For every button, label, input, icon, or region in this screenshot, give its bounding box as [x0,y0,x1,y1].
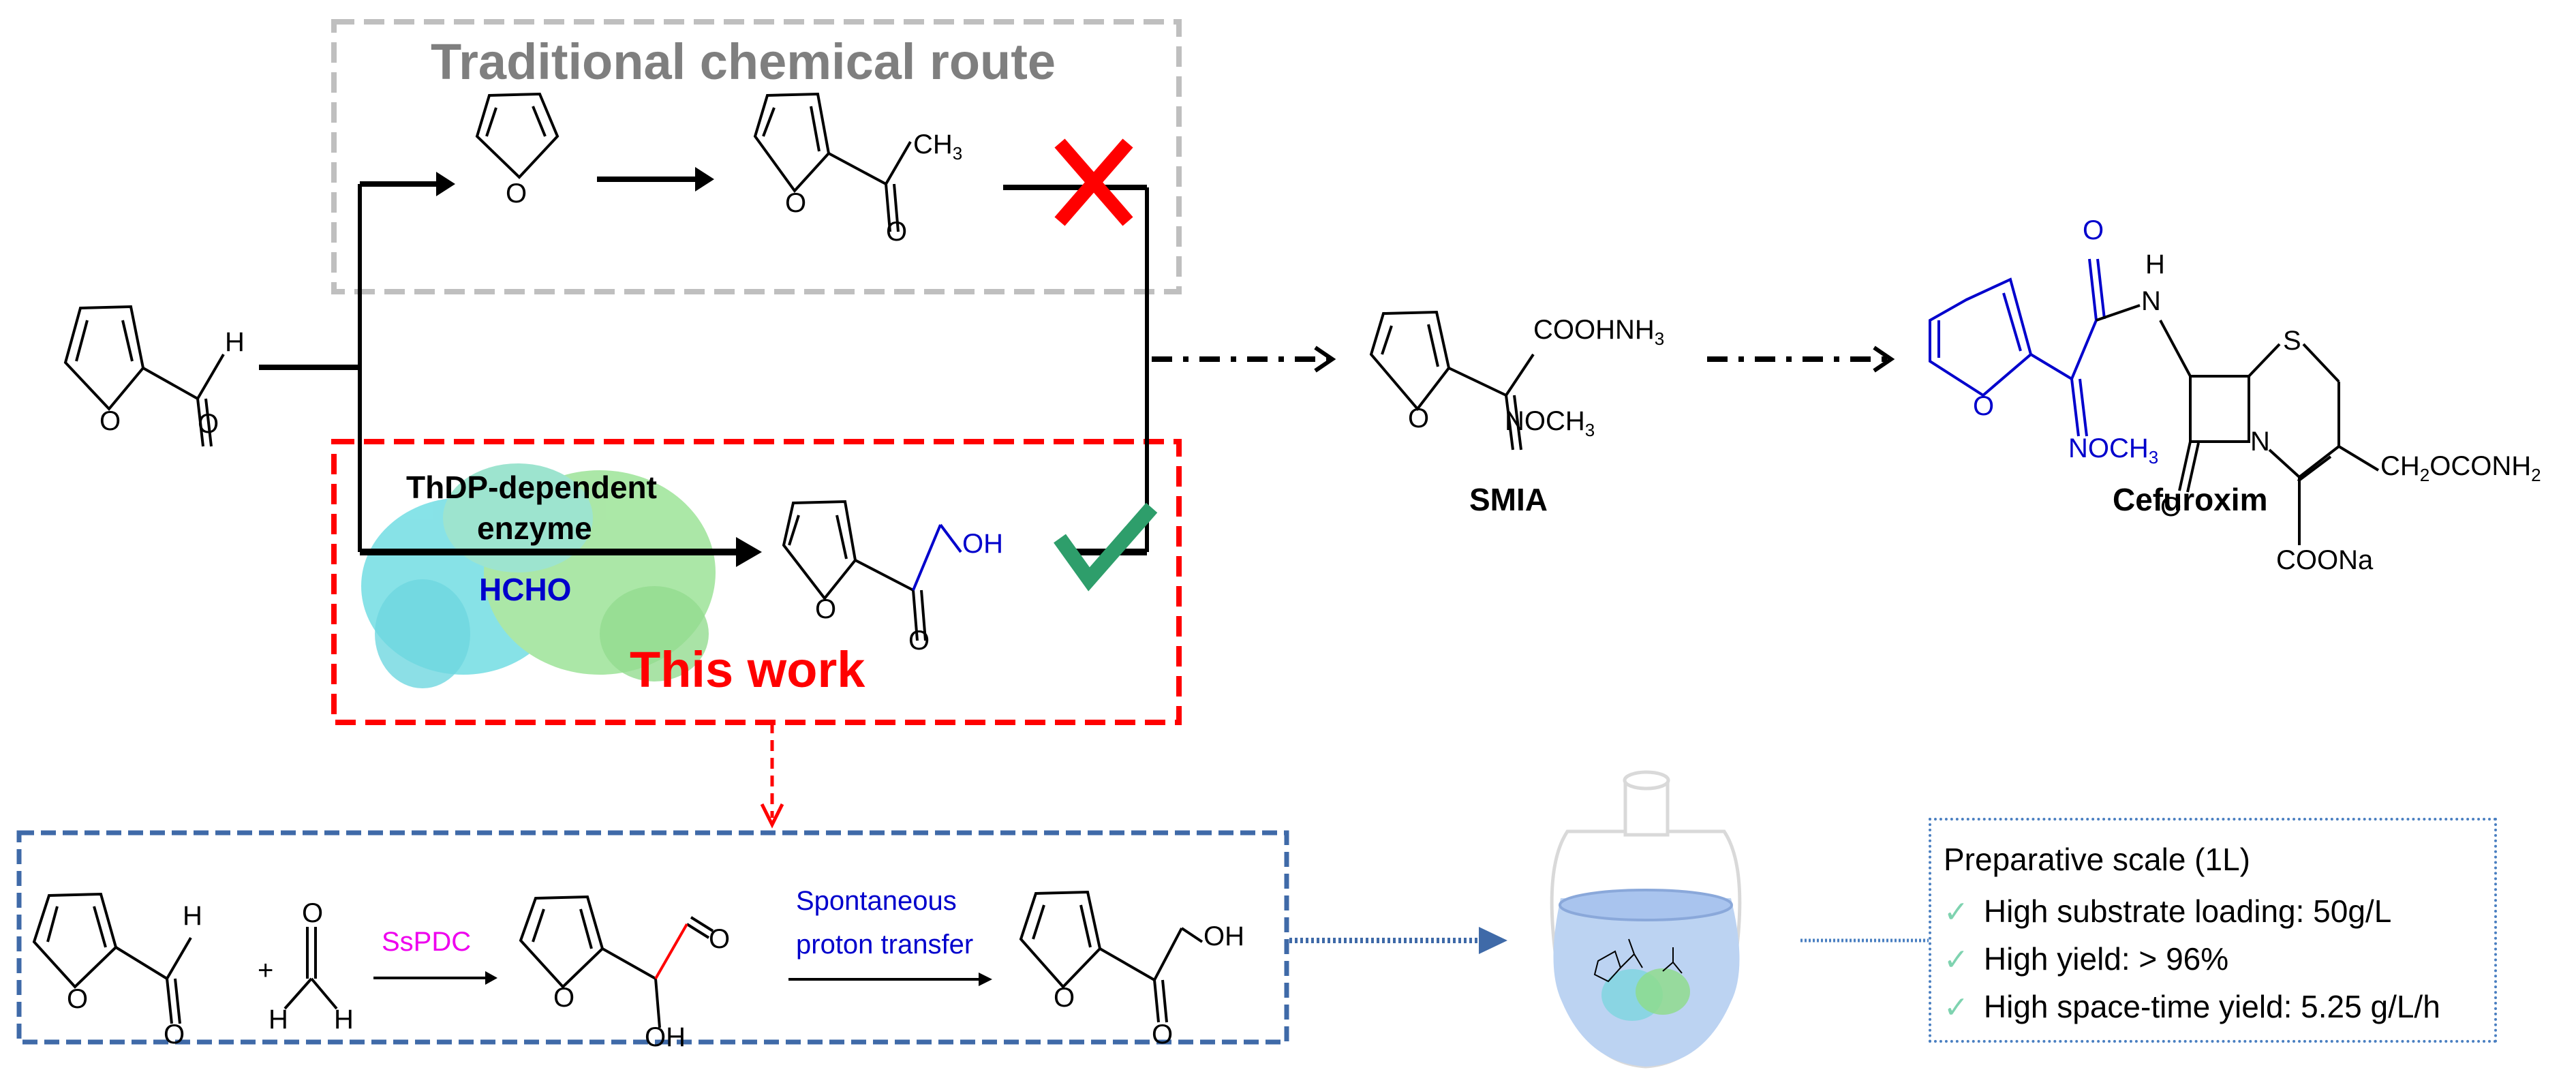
preparative-item: ✓ High yield: > 96% [1944,940,2228,977]
intermediate-oh-label: OH [645,1022,686,1052]
preparative-title: Preparative scale (1L) [1944,842,2250,877]
mech-furfural-h-label: H [183,901,202,931]
cefuroxim-s-label: S [2283,326,2301,356]
acetylfuran-o-label: O [785,188,807,218]
preparative-item: ✓ High space-time yield: 5.25 g/L/h [1944,988,2440,1025]
furfural-molecule [63,305,225,447]
mech-product-ring-o-label: O [1054,983,1075,1013]
acetyl-ch3-label: CH3 [913,129,963,164]
mechanism-furfural [32,892,192,1024]
smia-label: SMIA [1469,482,1548,517]
smia-molecule [1369,310,1535,450]
this-work-arrowhead [736,537,762,567]
mech-furfural-ring-o-label: O [67,984,89,1014]
plus-sign: + [258,955,274,985]
cefuroxim-lactam-o-label: O [2160,492,2182,522]
mechanism-intermediate [519,895,714,1028]
furfural-h-label: H [225,327,245,357]
formaldehyde-o-label: O [302,898,324,928]
cefuroxim-n-label: N [2141,286,2161,316]
flask-arrowhead [1479,927,1507,954]
intermediate-o-label: O [709,924,731,954]
cefuroxim-h-label: H [2145,249,2165,279]
sspdc-arrowhead [485,971,497,985]
smia-noch3-label: NOCH3 [1505,406,1595,440]
mech-product-oh-label: OH [1203,921,1244,951]
this-work-title: This work [630,641,865,698]
furfural-ring-o-label: O [99,406,121,436]
mech-product-o-label: O [1152,1020,1174,1050]
acetyl-o-label: O [886,217,908,247]
mechanism-formaldehyde [283,927,338,1010]
proton-transfer-line2: proton transfer [796,930,974,960]
sspdc-label: SsPDC [382,927,472,957]
product-ring-o-label: O [815,594,837,624]
this-work-box [331,439,1182,725]
proton-transfer-line1: Spontaneous [796,886,957,916]
cefuroxim-furan-o-label: O [1973,391,1995,421]
furylhydroxymethylketone-molecule [782,500,927,641]
mechanism-box [16,830,1289,1045]
branch-lines [259,181,1149,555]
cefuroxim-label: Cefuroxim [2113,482,2268,517]
check-icon: ✓ [1944,991,1969,1024]
preparative-item-text: High substrate loading: 50g/L [1983,893,2392,929]
preparative-item-text: High space-time yield: 5.25 g/L/h [1983,989,2440,1024]
check-icon: ✓ [1944,895,1969,929]
cefuroxim-ester-label: CH2OCONH2 [2380,451,2541,485]
cefuroxim-side-chain [1929,258,2106,437]
preparative-info-box: Preparative scale (1L) ✓ High substrate l… [1929,818,2497,1043]
branch-arrowhead-top [436,172,455,196]
preparative-item: ✓ High substrate loading: 50g/L [1944,893,2391,930]
cefuroxim-noch3-label: NOCH3 [2068,433,2159,468]
enzyme-label-line1: ThDP-dependent [406,470,657,505]
hcho-label: HCHO [479,572,572,607]
preparative-item-text: High yield: > 96% [1983,941,2229,977]
cross-icon [1054,138,1133,226]
acetylfuran-molecule [753,92,912,232]
intermediate-ring-o-label: O [553,983,575,1013]
formaldehyde-h2-label: H [334,1005,354,1035]
cefuroxim-arrowhead [1873,346,1895,373]
check-icon [1054,502,1158,592]
mech-furfural-o-label: O [164,1020,185,1050]
smia-ring-o-label: O [1408,403,1430,433]
smia-arrowhead [1314,346,1336,373]
enzyme-label-line2: enzyme [477,510,592,546]
product-oh-label: OH [962,529,1003,559]
cefuroxim-amide-o-label: O [2083,215,2104,245]
traditional-route-box [331,19,1182,294]
mechanism-product [1019,890,1203,1023]
proton-transfer-arrowhead [979,973,992,986]
flask-icon [1550,770,1742,1069]
cefuroxim-core [2096,304,2380,545]
smia-cooh-label: COOHNH3 [1533,315,1665,349]
furan-o-label: O [506,179,527,209]
hydroxymethyl-bond [912,523,962,591]
product-o-label: O [908,626,930,656]
new-cc-bond [654,923,688,979]
enzyme-structure-image [361,463,716,688]
traditional-route-title: Traditional chemical route [431,33,1056,90]
check-icon: ✓ [1944,943,1969,977]
traditional-step-arrowhead [695,167,714,192]
red-arrowhead [760,803,784,829]
formaldehyde-h1-label: H [269,1005,288,1035]
cefuroxim-ring-n-label: N [2250,427,2270,457]
furfural-carbonyl-o-label: O [198,409,219,439]
cefuroxim-salt-label: COONa [2276,545,2374,575]
furan-molecule [475,92,559,179]
